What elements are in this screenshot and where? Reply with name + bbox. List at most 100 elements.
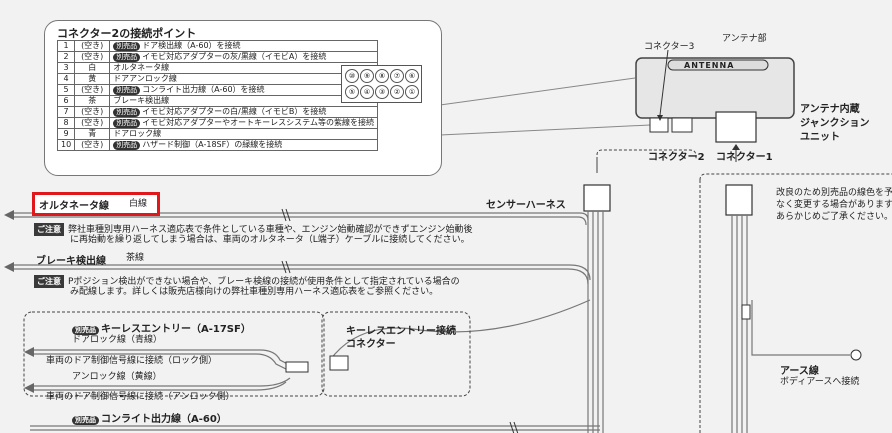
brake-note: ご注意 Pポジション検出ができない場合や、ブレーキ検線の接続が使用条件として指定さ…: [34, 275, 460, 288]
pin-description: 別売品コンライト出力線（A-60）を接続: [109, 84, 378, 96]
connector2-title: コネクター2の接続ポイント: [57, 27, 197, 40]
connector1-plug: [725, 184, 753, 216]
pin-circle: ⑨: [360, 69, 374, 83]
keyless-connector: [329, 355, 349, 371]
unit-name-line1: アンテナ内蔵: [800, 104, 860, 115]
pin-color: 青: [74, 128, 111, 140]
keyless-title: 別売品キーレスエントリー（A-17SF）: [72, 320, 251, 335]
pin-text: ドアアンロック線: [113, 74, 177, 83]
pin-description: オルタネータ線: [109, 62, 378, 74]
pin-number: 4: [56, 73, 76, 85]
keyless-unlock-target: 車両のドア制御信号線に接続（アンロック側）: [46, 392, 235, 402]
alternator-note-line2: に再始動を繰り返してしまう場合は、車両のオルタネータ（L端子）ケーブルに接続して…: [70, 235, 470, 245]
pin-circle: ③: [375, 85, 389, 99]
brake-note-tag: ご注意: [34, 275, 64, 288]
right-note-line2: なく変更する場合があります。: [776, 200, 892, 210]
pin-color: (空き): [74, 139, 111, 151]
pin-text: オルタネータ線: [113, 63, 170, 72]
pin-row: 8(空き)別売品イモビ対応アダプターやオートキーレスシステム等の紫線を接続: [56, 117, 378, 129]
unit-name-line2: ジャンクション: [800, 118, 870, 129]
pin-description: 別売品イモビ対応アダプターやオートキーレスシステム等の紫線を接続: [109, 117, 378, 129]
pin-circle: ②: [390, 85, 404, 99]
pin-color: 茶: [74, 95, 111, 107]
connector1-label: コネクター1: [716, 152, 773, 163]
pin-description: 別売品ドア検出線（A-60）を接続: [109, 40, 378, 52]
keyless-connector-label2: コネクター: [346, 339, 396, 350]
pin-color: (空き): [74, 117, 111, 129]
pin-circle: ④: [360, 85, 374, 99]
alternator-note-line1: 弊社車種別専用ハーネス適応表で条件としている車種や、エンジン始動確認ができずエン…: [68, 225, 473, 235]
right-note-line1: 改良のため別売品の線色を予: [776, 188, 892, 198]
pin-color: 黄: [74, 73, 111, 85]
brake-wire-color: 茶線: [126, 253, 145, 263]
keyless-connector-label1: キーレスエントリー接続: [346, 326, 456, 337]
pin-text: ハザード制御（A-18SF）の緑線を接続: [142, 140, 283, 149]
pin-number: 9: [56, 128, 76, 140]
pin-description: ドアロック線: [109, 128, 378, 140]
pin-text: イモビ対応アダプターの白/黒線（イモビB）を接続: [142, 107, 327, 116]
optional-badge: 別売品: [113, 108, 141, 117]
sensor-harness-label: センサーハーネス: [486, 200, 566, 211]
pin-circle: ⑤: [345, 85, 359, 99]
brake-note-line1: Pポジション検出ができない場合や、ブレーキ検線の接続が使用条件として指定されてい…: [68, 277, 460, 287]
antenna-text: ANTENNA: [684, 61, 735, 70]
alternator-highlight: オルタネータ線 白線: [32, 192, 160, 216]
pin-text: コンライト出力線（A-60）を接続: [142, 85, 265, 94]
pin-circle: ⑦: [390, 69, 404, 83]
pin-color: (空き): [74, 106, 111, 118]
optional-badge: 別売品: [113, 42, 141, 51]
brake-note-line2: み配線します。詳しくは販売店様向けの弊社車種別専用ハーネス適応表をご参照ください…: [70, 287, 439, 297]
conlight-title: 別売品コンライト出力線（A-60）: [72, 410, 227, 425]
optional-badge: 別売品: [113, 86, 141, 95]
pin-circle: ⑩: [345, 69, 359, 83]
optional-badge: 別売品: [113, 53, 141, 62]
keyless-badge: 別売品: [72, 326, 99, 335]
pin-color: (空き): [74, 40, 111, 52]
pin-row: 5(空き)別売品コンライト出力線（A-60）を接続: [56, 84, 378, 96]
keyless-unlock-wire: アンロック線（黄線）: [72, 372, 162, 382]
pin-circle: ⑧: [375, 69, 389, 83]
connector3-label: コネクター3: [644, 42, 695, 52]
pin-description: 別売品ハザード制御（A-18SF）の緑線を接続: [109, 139, 378, 151]
pin-text: イモビ対応アダプターの灰/黒線（イモビA）を接続: [142, 52, 327, 61]
pin-color: (空き): [74, 84, 111, 96]
pin-text: ブレーキ検出線: [113, 96, 170, 105]
pin-description: ブレーキ検出線: [109, 95, 378, 107]
pin-text: イモビ対応アダプターやオートキーレスシステム等の紫線を接続: [142, 118, 374, 127]
pin-number: 2: [56, 51, 76, 63]
pin-number: 6: [56, 95, 76, 107]
keyless-title-text: キーレスエントリー（A-17SF）: [101, 324, 251, 335]
pin-row: 10(空き)別売品ハザード制御（A-18SF）の緑線を接続: [56, 139, 378, 151]
pin-color: 白: [74, 62, 111, 74]
pin-row: 7(空き)別売品イモビ対応アダプターの白/黒線（イモビB）を接続: [56, 106, 378, 118]
alternator-note: ご注意弊社車種別専用ハーネス適応表で条件としている車種や、エンジン始動確認ができ…: [34, 223, 472, 236]
pin-row: 2(空き)別売品イモビ対応アダプターの灰/黒線（イモビA）を接続: [56, 51, 378, 63]
pin-number: 1: [56, 40, 76, 52]
pin-number: 3: [56, 62, 76, 74]
optional-badge: 別売品: [113, 141, 141, 150]
pin-number: 10: [56, 139, 76, 151]
keyless-lock-target: 車両のドア制御信号線に接続（ロック側）: [46, 356, 218, 366]
pin-circle: ①: [405, 85, 419, 99]
conlight-badge: 別売品: [72, 416, 99, 425]
right-note-line3: あらかじめご了承ください。: [776, 212, 892, 222]
pin-description: 別売品イモビ対応アダプターの白/黒線（イモビB）を接続: [109, 106, 378, 118]
unit-name-line3: ユニット: [800, 132, 840, 143]
pin-text: ドア検出線（A-60）を接続: [142, 41, 241, 50]
ground-wire-label: アース線: [780, 366, 819, 377]
brake-wire-label: ブレーキ検出線: [36, 256, 106, 267]
pin-circle: ⑥: [405, 69, 419, 83]
connector2-label: コネクター2: [648, 152, 705, 163]
connector1-socket: [715, 111, 757, 143]
pin-description: 別売品イモビ対応アダプターの灰/黒線（イモビA）を接続: [109, 51, 378, 63]
pin-row: 1(空き)別売品ドア検出線（A-60）を接続: [56, 40, 378, 52]
conlight-title-text: コンライト出力線（A-60）: [101, 414, 227, 425]
optional-badge: 別売品: [113, 119, 141, 128]
